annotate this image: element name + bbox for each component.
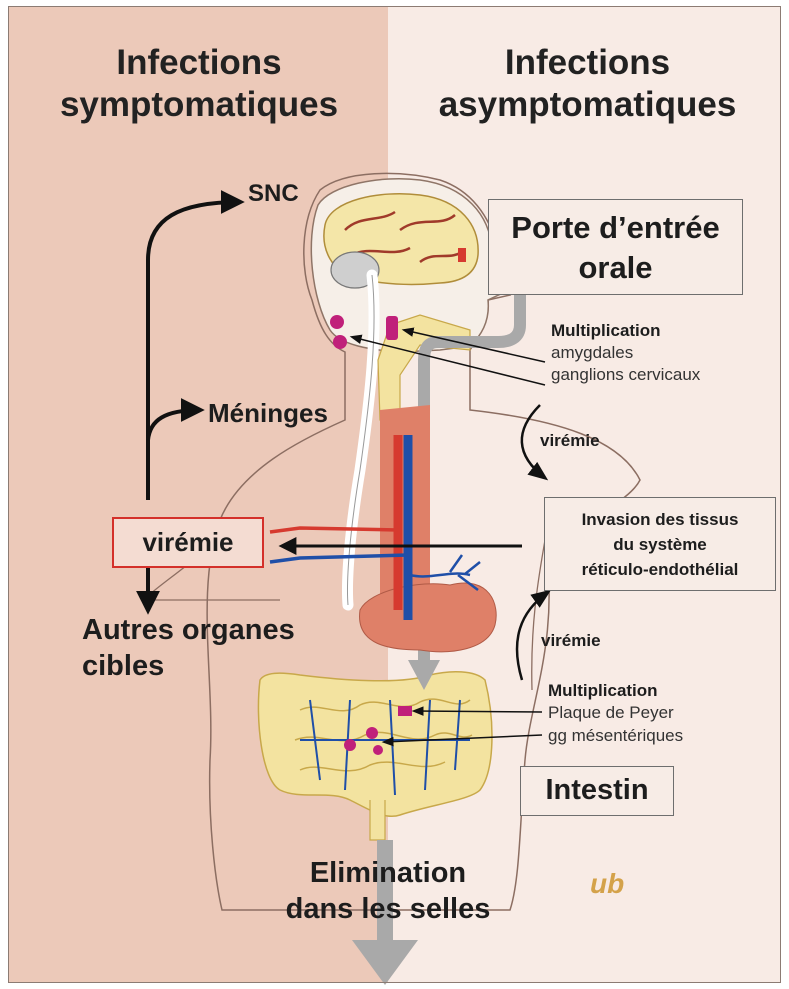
tonsil <box>386 316 398 340</box>
multiplication-1-title: Multiplication <box>551 320 661 341</box>
invasion-box: Invasion des tissus du système réticulo-… <box>544 497 776 591</box>
autres-organes-label: Autres organes cibles <box>82 612 295 684</box>
multiplication-2-title: Multiplication <box>548 680 658 701</box>
multiplication-2-mesenteriques: gg mésentériques <box>548 725 683 746</box>
multiplication-2-peyer: Plaque de Peyer <box>548 702 674 723</box>
viremie-box: virémie <box>112 517 264 568</box>
porte-line2: orale <box>489 248 742 288</box>
invasion-line3: réticulo-endothélial <box>545 557 775 582</box>
porte-line1: Porte d’entrée <box>489 208 742 248</box>
cervical-node-1 <box>330 315 344 329</box>
mesenteric-node-1 <box>344 739 356 751</box>
multiplication-1-ganglions: ganglions cervicaux <box>551 364 700 385</box>
left-column-title: Infections symptomatiques <box>10 42 388 126</box>
multiplication-1-amygdales: amygdales <box>551 342 633 363</box>
mesenteric-node-2 <box>366 727 378 739</box>
brain-red-spot <box>458 248 466 262</box>
left-title-line2: symptomatiques <box>10 84 388 126</box>
meninges-label: Méninges <box>208 398 328 429</box>
elim-line2: dans les selles <box>268 891 508 927</box>
porte-entree-box: Porte d’entrée orale <box>488 199 743 295</box>
invasion-line1: Invasion des tissus <box>545 507 775 532</box>
intestin-label: Intestin <box>545 774 648 806</box>
autres-line2: cibles <box>82 648 295 684</box>
viremie-label-1: virémie <box>540 430 600 451</box>
mesenteric-node-3 <box>373 745 383 755</box>
right-panel-background <box>388 6 781 983</box>
invasion-line2: du système <box>545 532 775 557</box>
stomach <box>360 583 497 652</box>
elimination-label: Elimination dans les selles <box>268 855 508 927</box>
cervical-node-2 <box>333 335 347 349</box>
autres-line1: Autres organes <box>82 612 295 648</box>
viremie-box-label: virémie <box>114 519 262 565</box>
right-column-title: Infections asymptomatiques <box>390 42 785 126</box>
elim-line1: Elimination <box>268 855 508 891</box>
snc-label: SNC <box>248 180 299 208</box>
right-title-line2: asymptomatiques <box>390 84 785 126</box>
left-title-line1: Infections <box>10 42 388 84</box>
viremie-label-2: virémie <box>541 630 601 651</box>
peyer-patch <box>398 706 412 716</box>
watermark-ub: ub <box>590 868 624 900</box>
left-panel-background <box>8 6 388 983</box>
right-title-line1: Infections <box>390 42 785 84</box>
pointer-peyer <box>414 711 542 712</box>
intestin-box: Intestin <box>520 766 674 816</box>
rectum <box>370 800 385 840</box>
